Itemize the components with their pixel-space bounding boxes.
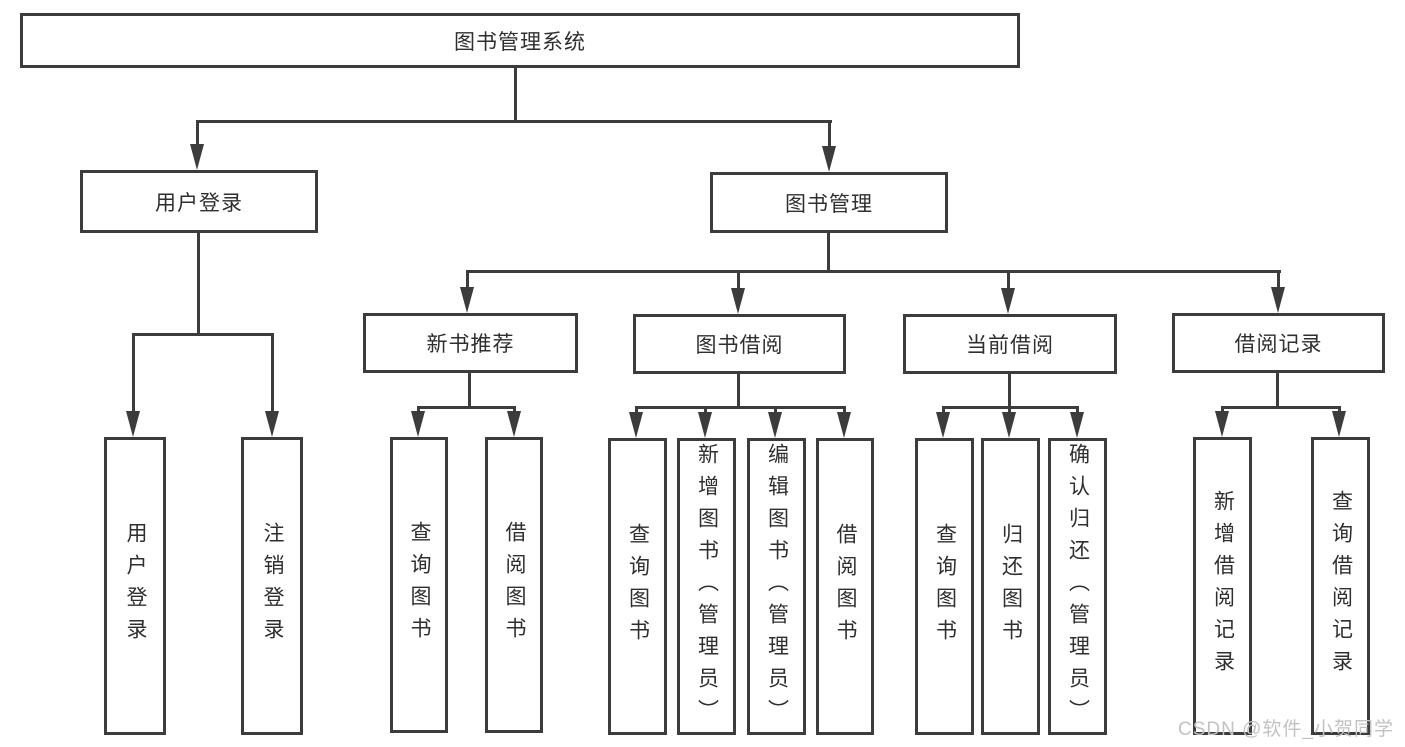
arrow-down-icon	[411, 411, 425, 437]
arrow-down-icon	[731, 288, 745, 314]
connector-line	[827, 233, 830, 272]
connector-line	[132, 333, 135, 415]
connector-line	[635, 406, 846, 409]
connector-line	[1007, 270, 1010, 290]
arrow-down-icon	[698, 412, 712, 438]
arrow-down-icon	[629, 412, 643, 438]
leaf-user-login: 用户登录	[104, 437, 166, 735]
arrow-down-icon	[460, 287, 474, 313]
connector-line	[1076, 406, 1079, 414]
connector-line	[417, 406, 420, 414]
connector-line	[1276, 373, 1279, 408]
connector-line	[1221, 406, 1341, 409]
leaf-user-logout: 注销登录	[241, 437, 303, 735]
connector-line	[417, 406, 516, 409]
connector-line	[704, 406, 707, 414]
leaf-new-borrow-books: 借阅图书	[485, 437, 543, 733]
connector-line	[466, 270, 469, 290]
connector-line	[1008, 374, 1011, 408]
connector-line	[737, 374, 740, 408]
node-user-login-module: 用户登录	[80, 170, 318, 233]
arrow-down-icon	[1215, 411, 1229, 437]
leaf-cb-confirm-return-admin: 确认归还（管理员）	[1048, 438, 1107, 735]
node-root: 图书管理系统	[20, 13, 1020, 68]
arrow-down-icon	[507, 411, 521, 437]
leaf-bb-borrow-books: 借阅图书	[816, 438, 874, 735]
connector-line	[197, 233, 200, 336]
arrow-down-icon	[768, 412, 782, 438]
connector-line	[513, 406, 516, 414]
connector-line	[1277, 270, 1280, 290]
arrow-down-icon	[936, 412, 950, 438]
arrow-down-icon	[1271, 287, 1285, 313]
arrow-down-icon	[1002, 412, 1016, 438]
connector-line	[774, 406, 777, 414]
leaf-br-query-record: 查询借阅记录	[1311, 437, 1370, 735]
leaf-bb-add-books-admin: 新增图书（管理员）	[677, 438, 736, 735]
connector-line	[196, 120, 832, 123]
connector-line	[635, 406, 638, 414]
connector-line	[828, 120, 831, 150]
connector-line	[466, 270, 1281, 273]
connector-line	[1221, 406, 1224, 414]
arrow-down-icon	[822, 146, 836, 172]
arrow-down-icon	[126, 411, 140, 437]
connector-line	[737, 270, 740, 290]
connector-line	[843, 406, 846, 414]
connector-line	[514, 68, 517, 120]
node-borrow-record: 借阅记录	[1172, 313, 1385, 373]
leaf-cb-query-books: 查询图书	[915, 438, 974, 735]
arrow-down-icon	[1001, 288, 1015, 314]
node-new-book-rec: 新书推荐	[363, 313, 578, 373]
arrow-down-icon	[837, 412, 851, 438]
connector-line	[468, 373, 471, 408]
node-current-borrow: 当前借阅	[903, 314, 1117, 374]
leaf-bb-query-books: 查询图书	[608, 438, 667, 735]
arrow-down-icon	[265, 411, 279, 437]
arrow-down-icon	[190, 144, 204, 170]
csdn-watermark: CSDN @软件_小贺同学	[1178, 719, 1394, 740]
leaf-cb-return-books: 归还图书	[981, 438, 1040, 735]
leaf-bb-edit-books-admin: 编辑图书（管理员）	[747, 438, 806, 735]
arrow-down-icon	[1332, 411, 1346, 437]
node-book-borrow: 图书借阅	[633, 314, 846, 374]
node-book-mgmt-module: 图书管理	[710, 172, 948, 233]
arrow-down-icon	[1070, 412, 1084, 438]
connector-line	[1338, 406, 1341, 414]
leaf-br-add-record: 新增借阅记录	[1193, 437, 1252, 735]
connector-line	[132, 333, 274, 336]
leaf-new-query-books: 查询图书	[390, 437, 448, 733]
connector-line	[271, 333, 274, 415]
connector-line	[942, 406, 945, 414]
connector-line	[196, 120, 199, 148]
connector-line	[1008, 406, 1011, 414]
